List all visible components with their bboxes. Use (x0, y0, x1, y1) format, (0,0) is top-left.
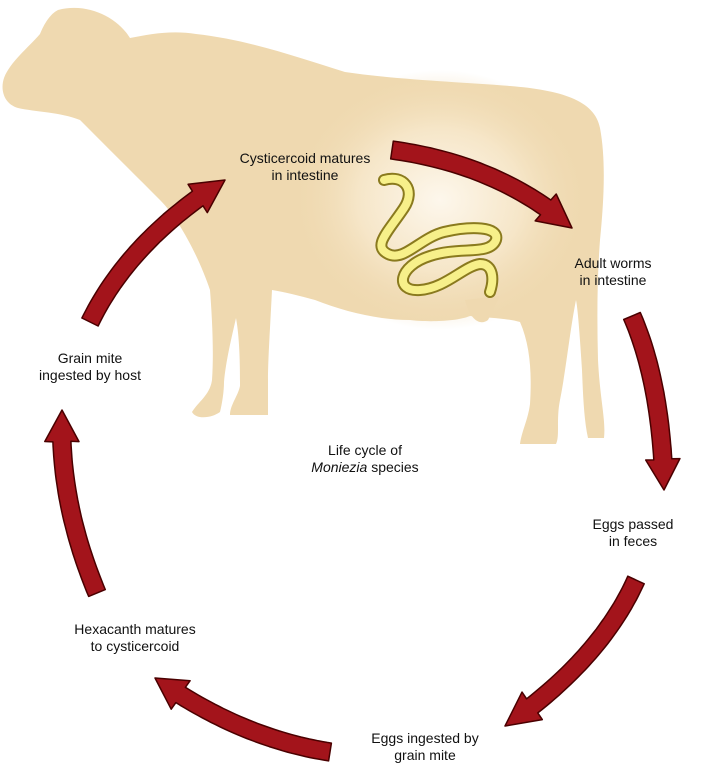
arrow-to-eggs-ingested-icon (504, 575, 645, 727)
stage-label-grain-mite-ingested: Grain mite ingested by host (39, 350, 141, 383)
arrow-to-adult-worms-icon (389, 140, 573, 229)
arrow-to-hexacanth-icon (154, 677, 333, 762)
abdomen-highlight (290, 70, 590, 330)
tapeworm-body (377, 174, 501, 296)
arrow-to-eggs-passed-icon (622, 311, 681, 491)
caption-suffix: species (367, 459, 419, 475)
stage-label-cysticercoid-matures: Cysticercoid matures in intestine (239, 150, 371, 183)
arrow-to-cysticercoid-icon (81, 179, 226, 327)
stage-label-hexacanth-matures: Hexacanth matures to cysticercoid (74, 621, 196, 654)
caption-line-1: Life cycle of (328, 442, 402, 458)
stage-label-eggs-passed: Eggs passed in feces (592, 516, 674, 549)
cycle-arrows (44, 140, 681, 762)
caption-line-2: Moniezia species (290, 459, 440, 476)
center-caption: Life cycle of Moniezia species (290, 442, 440, 476)
stage-label-adult-worms: Adult worms in intestine (574, 255, 652, 288)
arrow-to-grain-mite-icon (44, 409, 107, 598)
cow-silhouette (2, 7, 605, 445)
stage-label-eggs-ingested: Eggs ingested by grain mite (371, 730, 479, 763)
genus-name: Moniezia (311, 459, 368, 475)
